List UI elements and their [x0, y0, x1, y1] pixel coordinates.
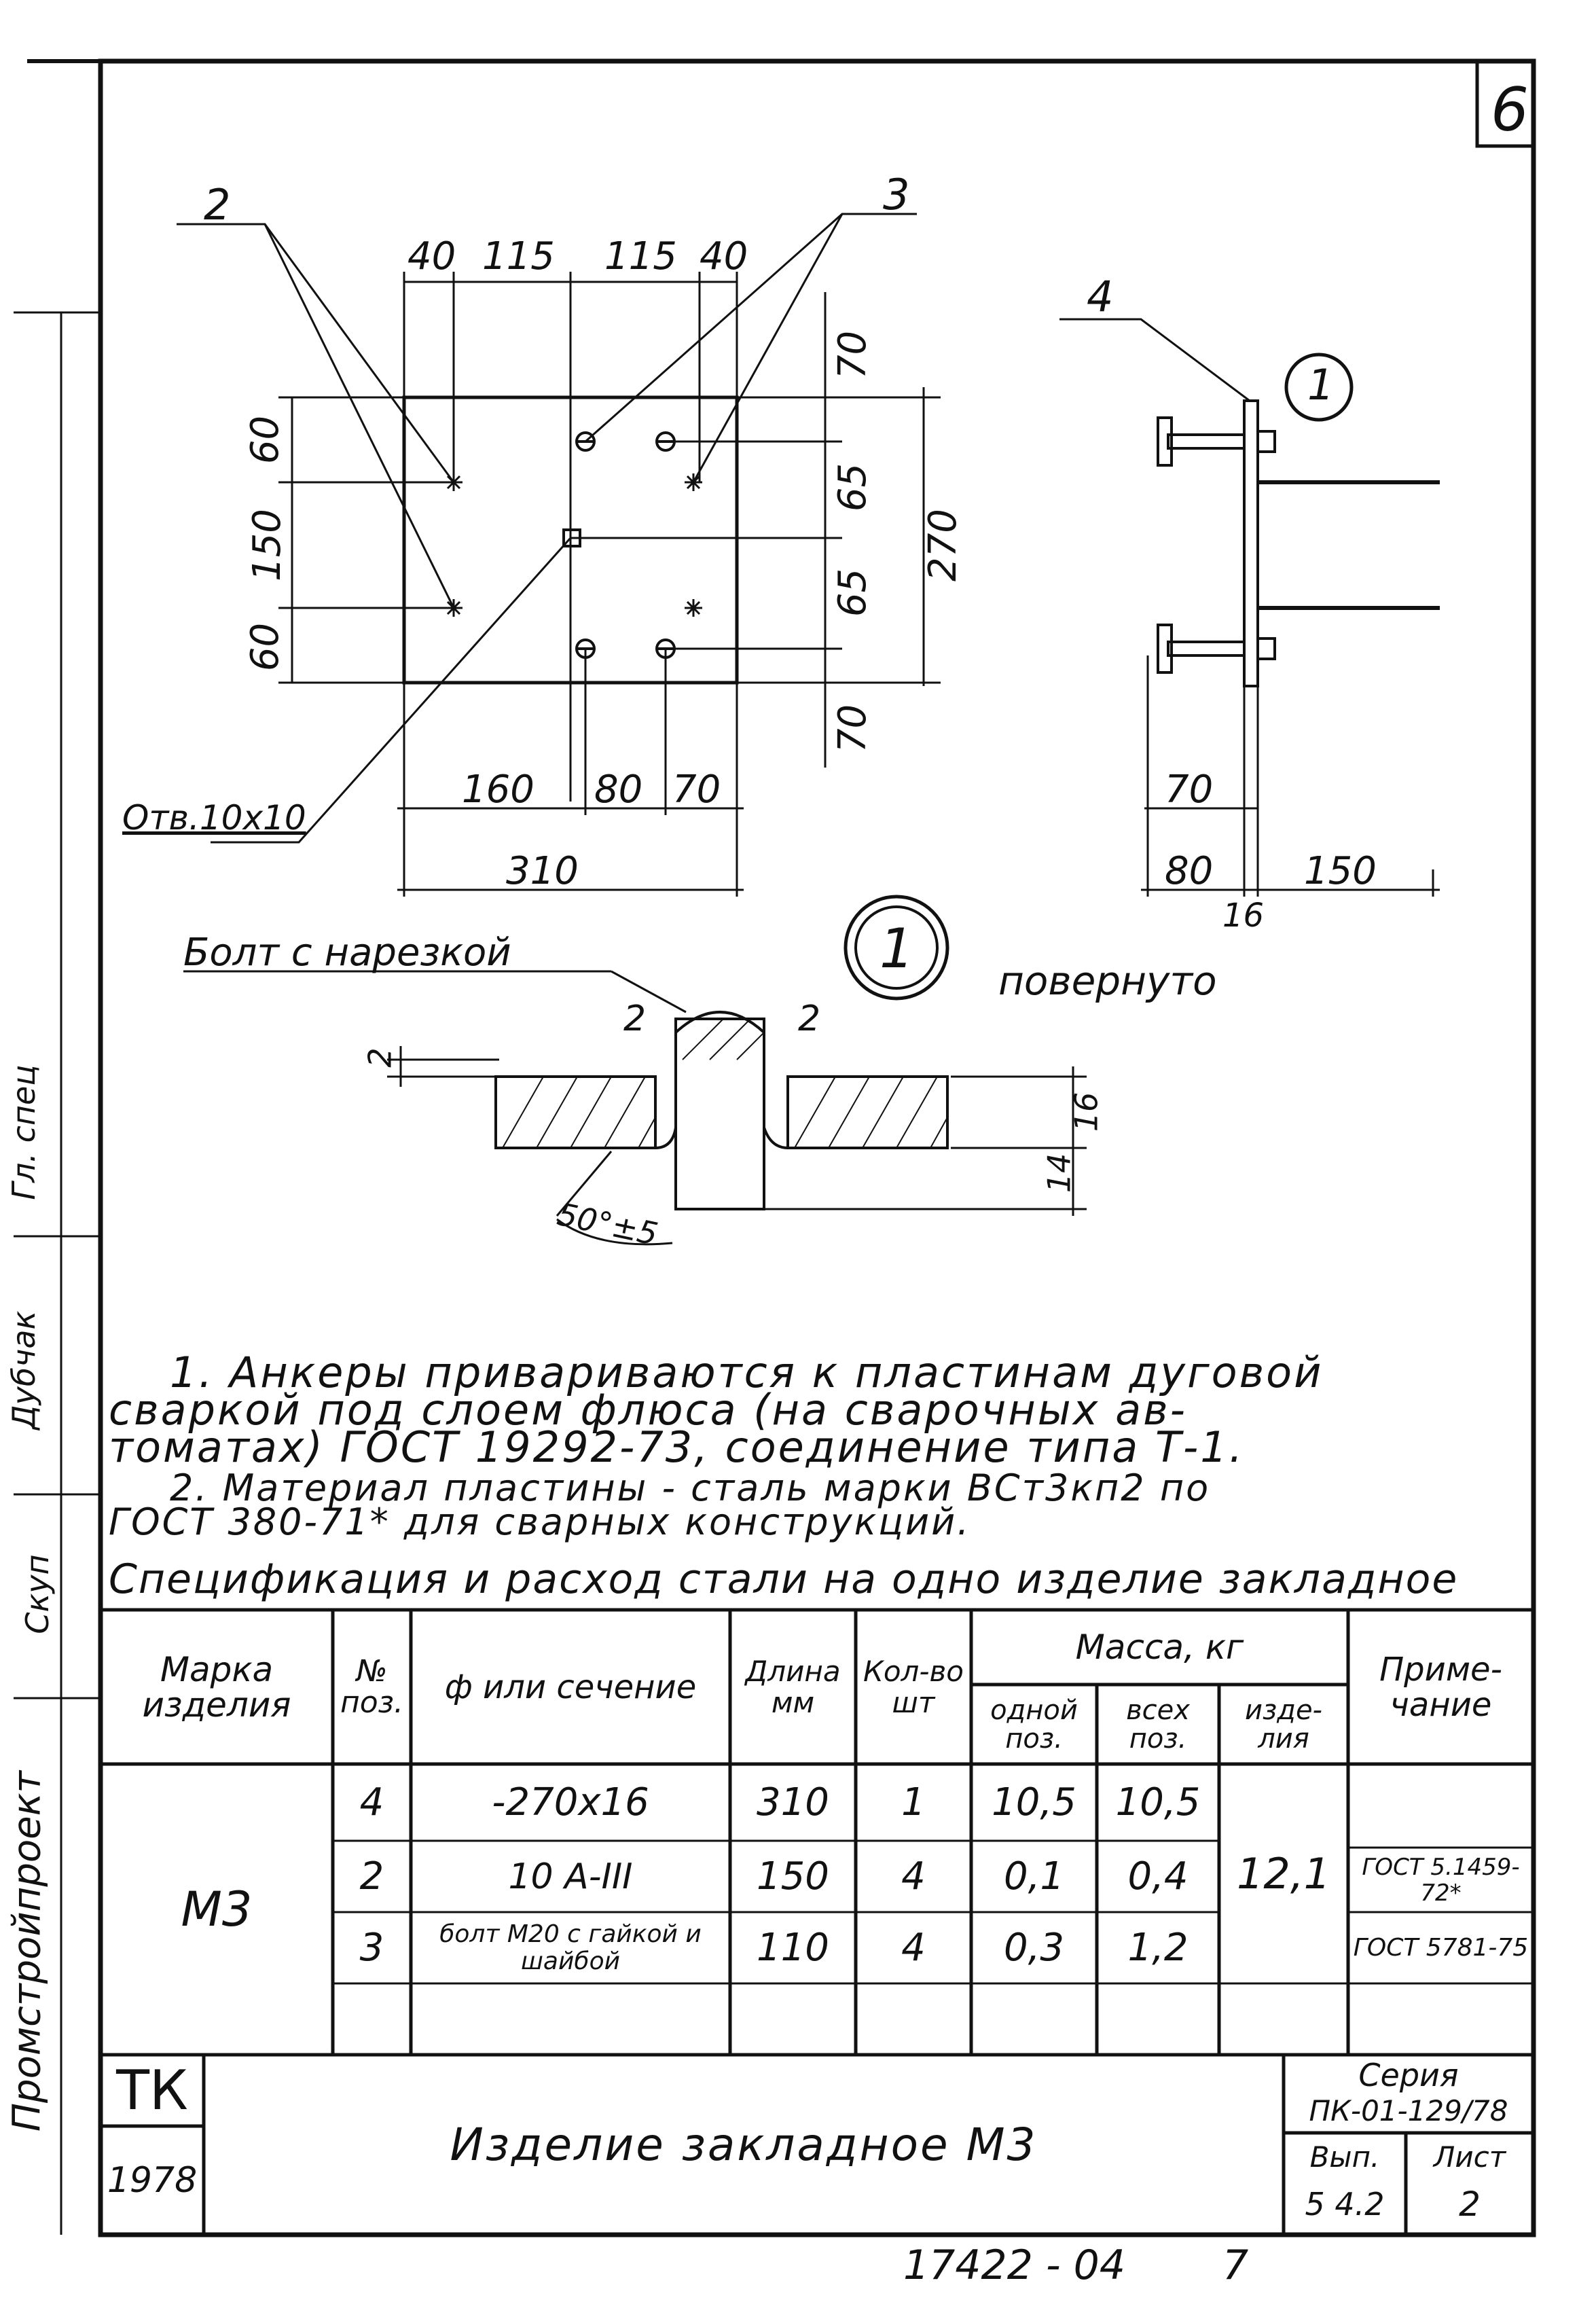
side-stamp-role-1: Гл. спец	[5, 1064, 42, 1200]
header-qty: Кол-во шт	[863, 1654, 964, 1719]
row3-length: 110	[757, 1926, 829, 1970]
dim-right-1: 70	[831, 330, 875, 380]
note-line-4: 2. Материал пластины - сталь марки ВСт3к…	[170, 1467, 1211, 1509]
hole-label: Отв.10х10	[122, 798, 306, 838]
header-mark: Марка изделия	[142, 1649, 291, 1725]
row3-qty: 4	[901, 1926, 926, 1970]
leader-4-label: 4	[1087, 272, 1114, 321]
header-mass-all: всех поз.	[1126, 1694, 1190, 1755]
row2-all: 0,4	[1127, 1854, 1189, 1899]
dim-right-2: 65	[831, 463, 875, 512]
detail-title: Болт с нарезкой	[183, 931, 511, 975]
note-line-5: ГОСТ 380-71* для сварных конструкций.	[109, 1500, 971, 1543]
footer-page: 7	[1222, 2242, 1249, 2289]
row1-one: 10,5	[992, 1780, 1076, 1824]
header-note: Приме- чание	[1379, 1650, 1502, 1724]
row3-one: 0,3	[1003, 1926, 1065, 1970]
dim-bottom-2: 80	[594, 768, 643, 812]
note-line-3: томатах) ГОСТ 19292-73, соединение типа …	[109, 1422, 1245, 1472]
side-dim-80: 80	[1165, 849, 1214, 893]
title-text: Изделие закладное М3	[450, 2119, 1038, 2171]
row1-pos: 4	[359, 1780, 384, 1824]
title-year: 1978	[107, 2160, 198, 2201]
header-length: Длина мм	[745, 1654, 841, 1719]
sheet-label: Лист	[1433, 2140, 1506, 2174]
sheet-value: 2	[1459, 2184, 1481, 2224]
item-mass: 12,1	[1236, 1849, 1331, 1899]
issue-value: 5 4.2	[1305, 2186, 1385, 2223]
sheet-frame	[98, 58, 1536, 2237]
header-mass: Масса, кг	[1075, 1627, 1244, 1667]
row2-length: 150	[757, 1854, 829, 1899]
row1-section: -270х16	[492, 1780, 649, 1824]
leader-2-label: 2	[204, 180, 231, 230]
side-stamp-org: Промстройпроект	[5, 1770, 50, 2132]
row3-pos: 3	[359, 1926, 384, 1970]
side-dim-150: 150	[1304, 849, 1377, 893]
row3-note: ГОСТ 5781-75	[1353, 1933, 1529, 1962]
spec-caption: Спецификация и расход стали на одно изде…	[109, 1555, 1459, 1603]
dim-right-4: 70	[831, 704, 875, 753]
series-label: Серия	[1358, 2057, 1459, 2093]
note-line-2: сваркой под слоем флюса (на сварочных ав…	[109, 1385, 1188, 1435]
weld-right: 2	[798, 999, 821, 1039]
dim-top-3: 115	[604, 234, 677, 278]
header-pos: № поз.	[340, 1653, 404, 1720]
bolt-dim: 14	[1040, 1153, 1078, 1193]
side-thickness: 16	[1222, 897, 1265, 935]
title-org: ТК	[116, 2059, 188, 2122]
footer-code: 17422 - 04	[903, 2242, 1126, 2289]
header-mass-item: изде- лия	[1245, 1694, 1322, 1755]
dim-top-1: 40	[407, 234, 456, 278]
dim-top-4: 40	[700, 234, 748, 278]
row1-length: 310	[757, 1780, 829, 1824]
series-value: ПК-01-129/78	[1309, 2094, 1508, 2127]
dim-overall-width: 310	[506, 849, 579, 893]
issue-label: Вып.	[1309, 2140, 1380, 2174]
row2-pos: 2	[359, 1854, 384, 1899]
mark-value: М3	[181, 1882, 253, 1937]
header-mass-one: одной поз.	[990, 1694, 1078, 1755]
dim-top-2: 115	[482, 234, 555, 278]
node-callout: 1	[1307, 360, 1335, 410]
dim-bottom-1: 160	[462, 768, 534, 812]
side-stamp-role-2: Дубчак	[5, 1310, 42, 1430]
note-line-1: 1. Анкеры привариваются к пластинам дуго…	[170, 1348, 1324, 1397]
row3-section: болт М20 с гайкой и шайбой	[439, 1920, 702, 1975]
leader-3-label: 3	[883, 170, 910, 219]
dim-left-1: 60	[243, 415, 288, 465]
row1-qty: 1	[901, 1780, 926, 1824]
row1-all: 10,5	[1115, 1780, 1201, 1824]
row2-one: 0,1	[1003, 1854, 1065, 1899]
side-dim-70: 70	[1165, 768, 1214, 812]
dim-overall-height: 270	[920, 509, 965, 581]
header-section: ф или сечение	[444, 1668, 697, 1706]
dim-left-3: 60	[243, 622, 288, 672]
detail-rotated: повернуто	[998, 958, 1217, 1004]
row2-section: 10 А-III	[508, 1856, 633, 1897]
sheet-number: 6	[1491, 75, 1529, 145]
row3-all: 1,2	[1127, 1926, 1189, 1970]
detail-callout: 1	[879, 917, 914, 980]
dim-left-2: 150	[244, 509, 289, 581]
dim-right-3: 65	[831, 568, 875, 617]
weld-left: 2	[623, 999, 647, 1039]
gap-dim: 2	[361, 1047, 399, 1068]
row2-note: ГОСТ 5.1459-72*	[1362, 1853, 1520, 1907]
row2-qty: 4	[901, 1854, 926, 1899]
row1-note	[1348, 1764, 1534, 1841]
side-stamp-role-3: Скуп	[19, 1554, 56, 1634]
plate-dim: 16	[1068, 1092, 1105, 1132]
dim-bottom-3: 70	[672, 768, 721, 812]
